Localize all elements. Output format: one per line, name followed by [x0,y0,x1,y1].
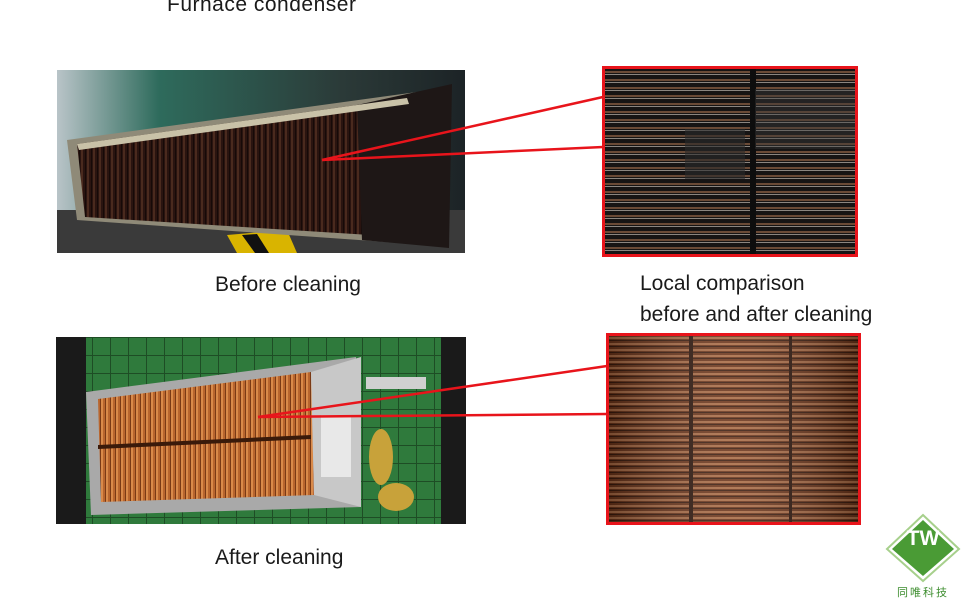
local-caption-line2: before and after cleaning [640,303,873,326]
logo-mark: TW [906,527,940,550]
local-caption-line1: Local comparison [640,272,805,295]
before-closeup-zoom [602,66,858,257]
before-cleaning-caption: Before cleaning [215,273,361,296]
slide-title: Furnace condenser [167,0,357,16]
local-comparison-caption: Local comparison before and after cleani… [640,268,872,330]
logo-subtitle: 同唯科技 [897,586,949,599]
before-cleaning-photo [57,70,465,253]
company-logo: TW 同唯科技 [885,513,961,603]
after-cleaning-caption: After cleaning [215,546,344,569]
after-closeup-zoom [606,333,861,525]
logo-diamond-icon [885,513,961,583]
after-cleaning-photo [56,337,466,524]
